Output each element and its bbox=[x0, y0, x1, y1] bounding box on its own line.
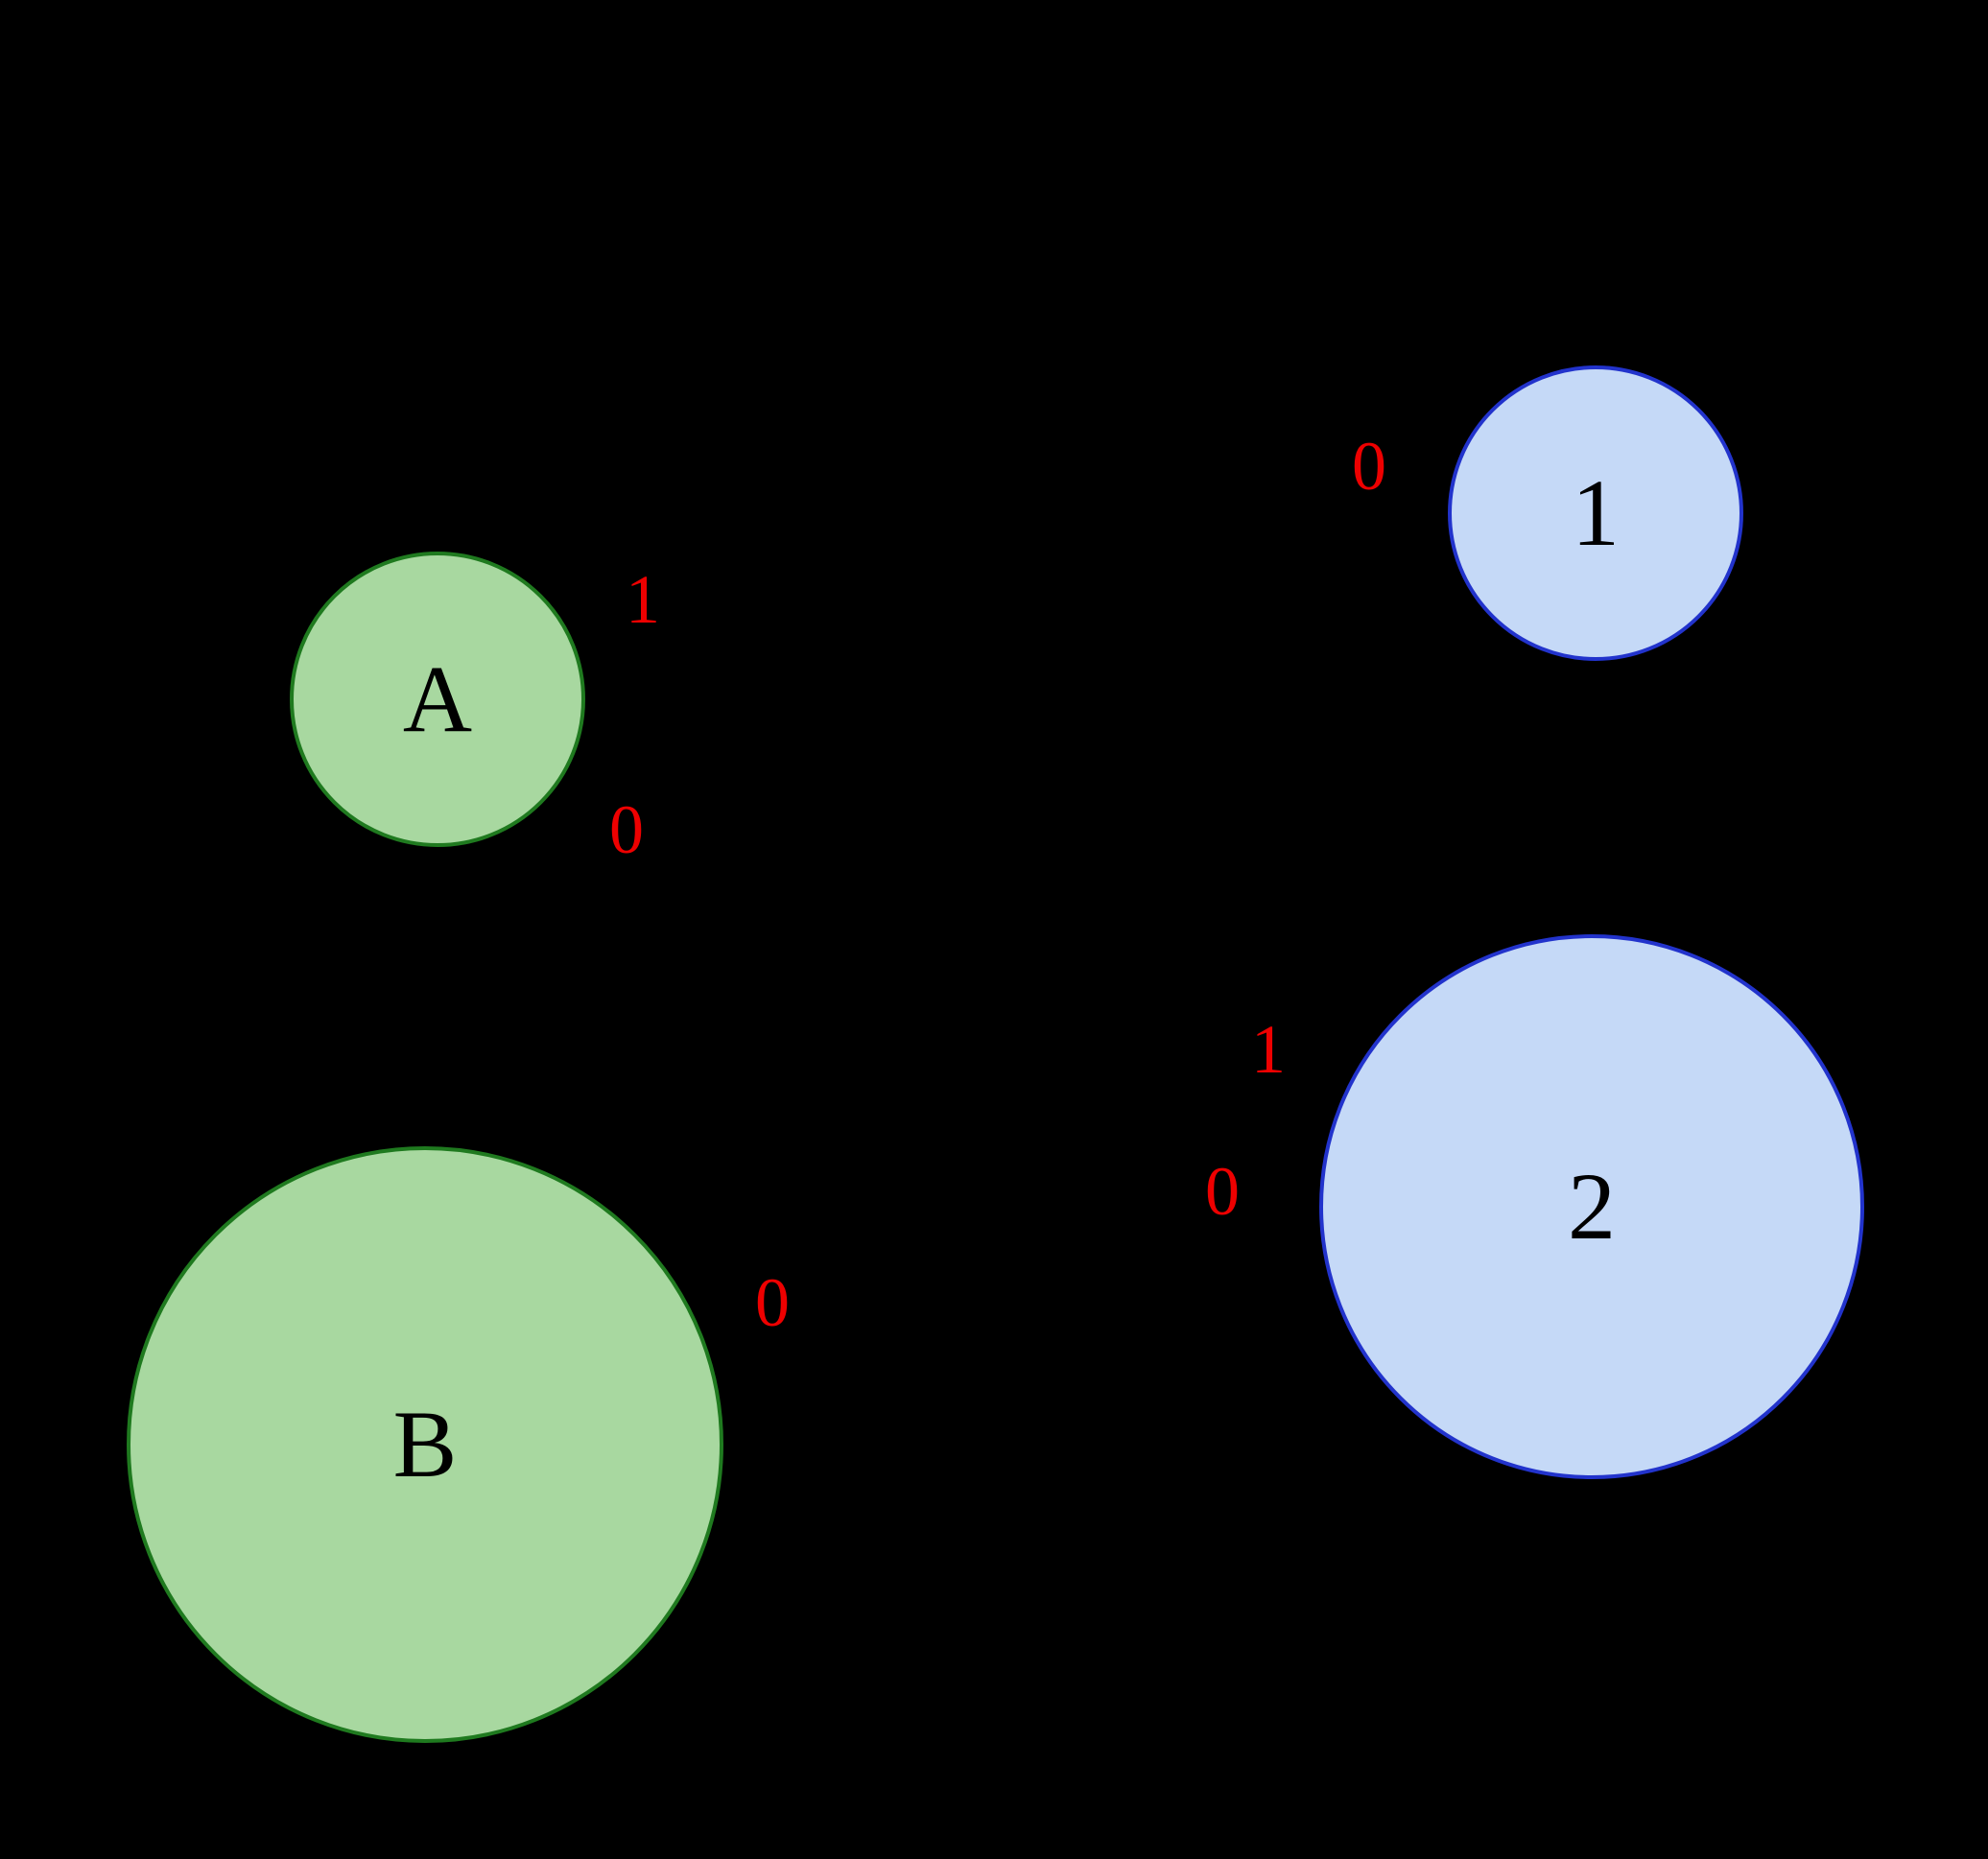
node-A-label: A bbox=[402, 646, 473, 752]
node-2: 2 bbox=[1319, 934, 1864, 1479]
edge-label-A-bottom: 0 bbox=[609, 791, 644, 868]
node-A: A bbox=[290, 552, 585, 847]
node-2-label: 2 bbox=[1568, 1153, 1616, 1259]
edge-label-B-right: 0 bbox=[755, 1264, 790, 1341]
edge-label-A-top: 1 bbox=[626, 561, 660, 638]
node-1: 1 bbox=[1448, 365, 1743, 661]
edge-label-2-top: 1 bbox=[1251, 1011, 1286, 1088]
node-B: B bbox=[127, 1146, 723, 1743]
node-1-label: 1 bbox=[1572, 459, 1620, 566]
edge-label-1-left: 0 bbox=[1352, 428, 1386, 505]
node-B-label: B bbox=[392, 1391, 458, 1497]
edge-label-2-left: 0 bbox=[1205, 1153, 1240, 1230]
